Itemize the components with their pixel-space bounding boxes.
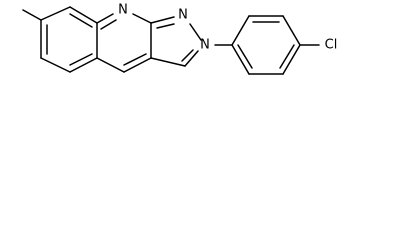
bond-phenyl-1 (231, 15, 250, 46)
bond-phenyl-3 (282, 15, 301, 46)
bond-pyrazole-1 (150, 16, 175, 24)
bond-benzo-5 (40, 57, 71, 73)
double-bond-phenyl-b (279, 44, 295, 69)
atom-label-n2: N (178, 8, 188, 23)
double-bond-pyridine-b (123, 53, 147, 66)
double-bond-pyrazole-b (181, 49, 194, 62)
bond-phenyl-6 (231, 44, 250, 75)
double-bond-benzo-a (69, 13, 93, 28)
bond-benzo-1 (40, 6, 71, 21)
bond-phenyl-4 (282, 44, 301, 75)
bond-pyridine-2 (132, 13, 152, 24)
atom-label-n3: N (200, 38, 210, 53)
double-bond-phenyl-c (237, 44, 253, 69)
atom-label-cl: Cl (325, 38, 338, 53)
bond-pyridine-4 (123, 57, 152, 73)
bond-benzo-4 (69, 57, 98, 73)
bond-pyrazole-3 (184, 50, 199, 67)
double-bond-pyrazole-a (156, 23, 175, 29)
double-bond-pyridine-a (100, 19, 117, 30)
bond-pyrazole-4 (150, 57, 186, 67)
chemical-structure: N N N Cl (22, 3, 338, 75)
bond-pyrazole-2 (189, 23, 202, 41)
bond-benzo-2 (69, 6, 98, 24)
bond-pyridine-5 (96, 57, 125, 73)
atom-label-n1: N (118, 3, 128, 18)
bond-pyridine-1 (96, 13, 114, 24)
double-bond-benzo-c (69, 53, 93, 66)
methyl-bond (22, 9, 42, 21)
